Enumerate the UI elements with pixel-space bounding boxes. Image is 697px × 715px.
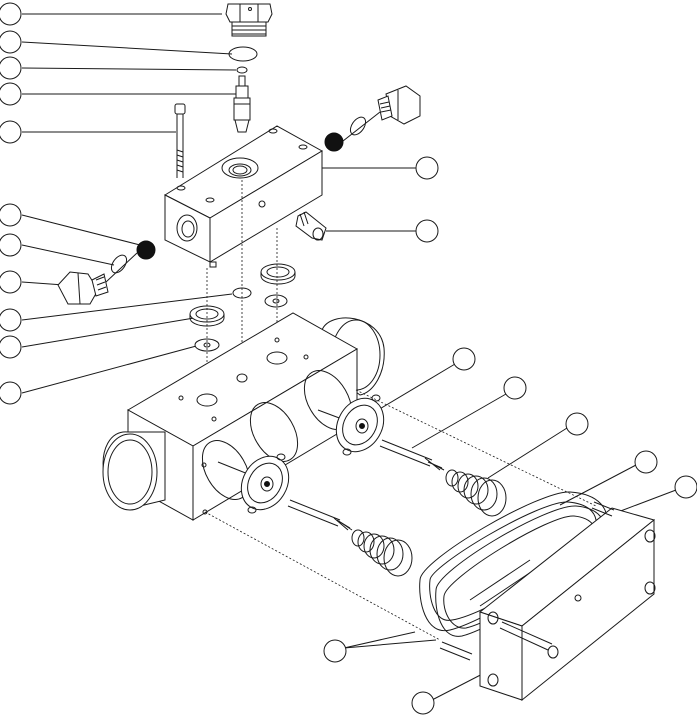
shaft-upper [379, 439, 445, 471]
valve-block [163, 125, 324, 268]
callout-bubble[interactable] [0, 56, 22, 80]
callout-bubble[interactable] [415, 156, 439, 180]
callout-bubble[interactable] [0, 335, 22, 359]
right-ball-check [324, 132, 344, 152]
callout-bubble[interactable] [0, 203, 22, 227]
callout-bubble[interactable] [452, 347, 476, 371]
callout-bubble[interactable] [503, 376, 527, 400]
callouts-bottom [323, 631, 495, 715]
top-hex-plug [225, 3, 273, 37]
callout-bubble[interactable] [0, 120, 22, 144]
spring-upper [445, 469, 507, 517]
left-plug [57, 252, 138, 305]
callout-bubble[interactable] [0, 2, 22, 26]
callout-bubble[interactable] [634, 450, 658, 474]
callout-bubble[interactable] [323, 639, 347, 663]
spring-lower [351, 529, 413, 577]
callout-bubble[interactable] [565, 412, 589, 436]
right-o-ring [349, 116, 367, 136]
callout-bubble[interactable] [674, 475, 697, 499]
seal-ring-right [260, 263, 296, 285]
callouts-left [0, 2, 237, 405]
callouts-right [322, 156, 697, 516]
left-ball-check [136, 240, 156, 260]
callout-bubble[interactable] [415, 219, 439, 243]
callout-bubble[interactable] [0, 381, 22, 405]
callout-bubble[interactable] [0, 30, 22, 54]
washer-right [264, 294, 288, 308]
valve-stem [233, 75, 251, 133]
callout-bubble[interactable] [0, 233, 22, 257]
top-o-ring-small [236, 66, 248, 74]
callout-bubble[interactable] [411, 691, 435, 715]
shaft-lower [287, 499, 353, 531]
long-bolt [174, 103, 186, 178]
callout-bubble[interactable] [0, 308, 22, 332]
end-plate [439, 501, 656, 702]
small-fitting [295, 211, 327, 241]
diaphragm-upper [317, 394, 385, 456]
left-o-ring [110, 254, 128, 274]
callout-bubble[interactable] [0, 270, 22, 294]
diaphragm-lower [217, 453, 290, 514]
right-plug [342, 85, 421, 142]
top-o-ring-large [228, 46, 258, 62]
main-body [102, 312, 385, 521]
callout-bubble[interactable] [0, 82, 22, 106]
